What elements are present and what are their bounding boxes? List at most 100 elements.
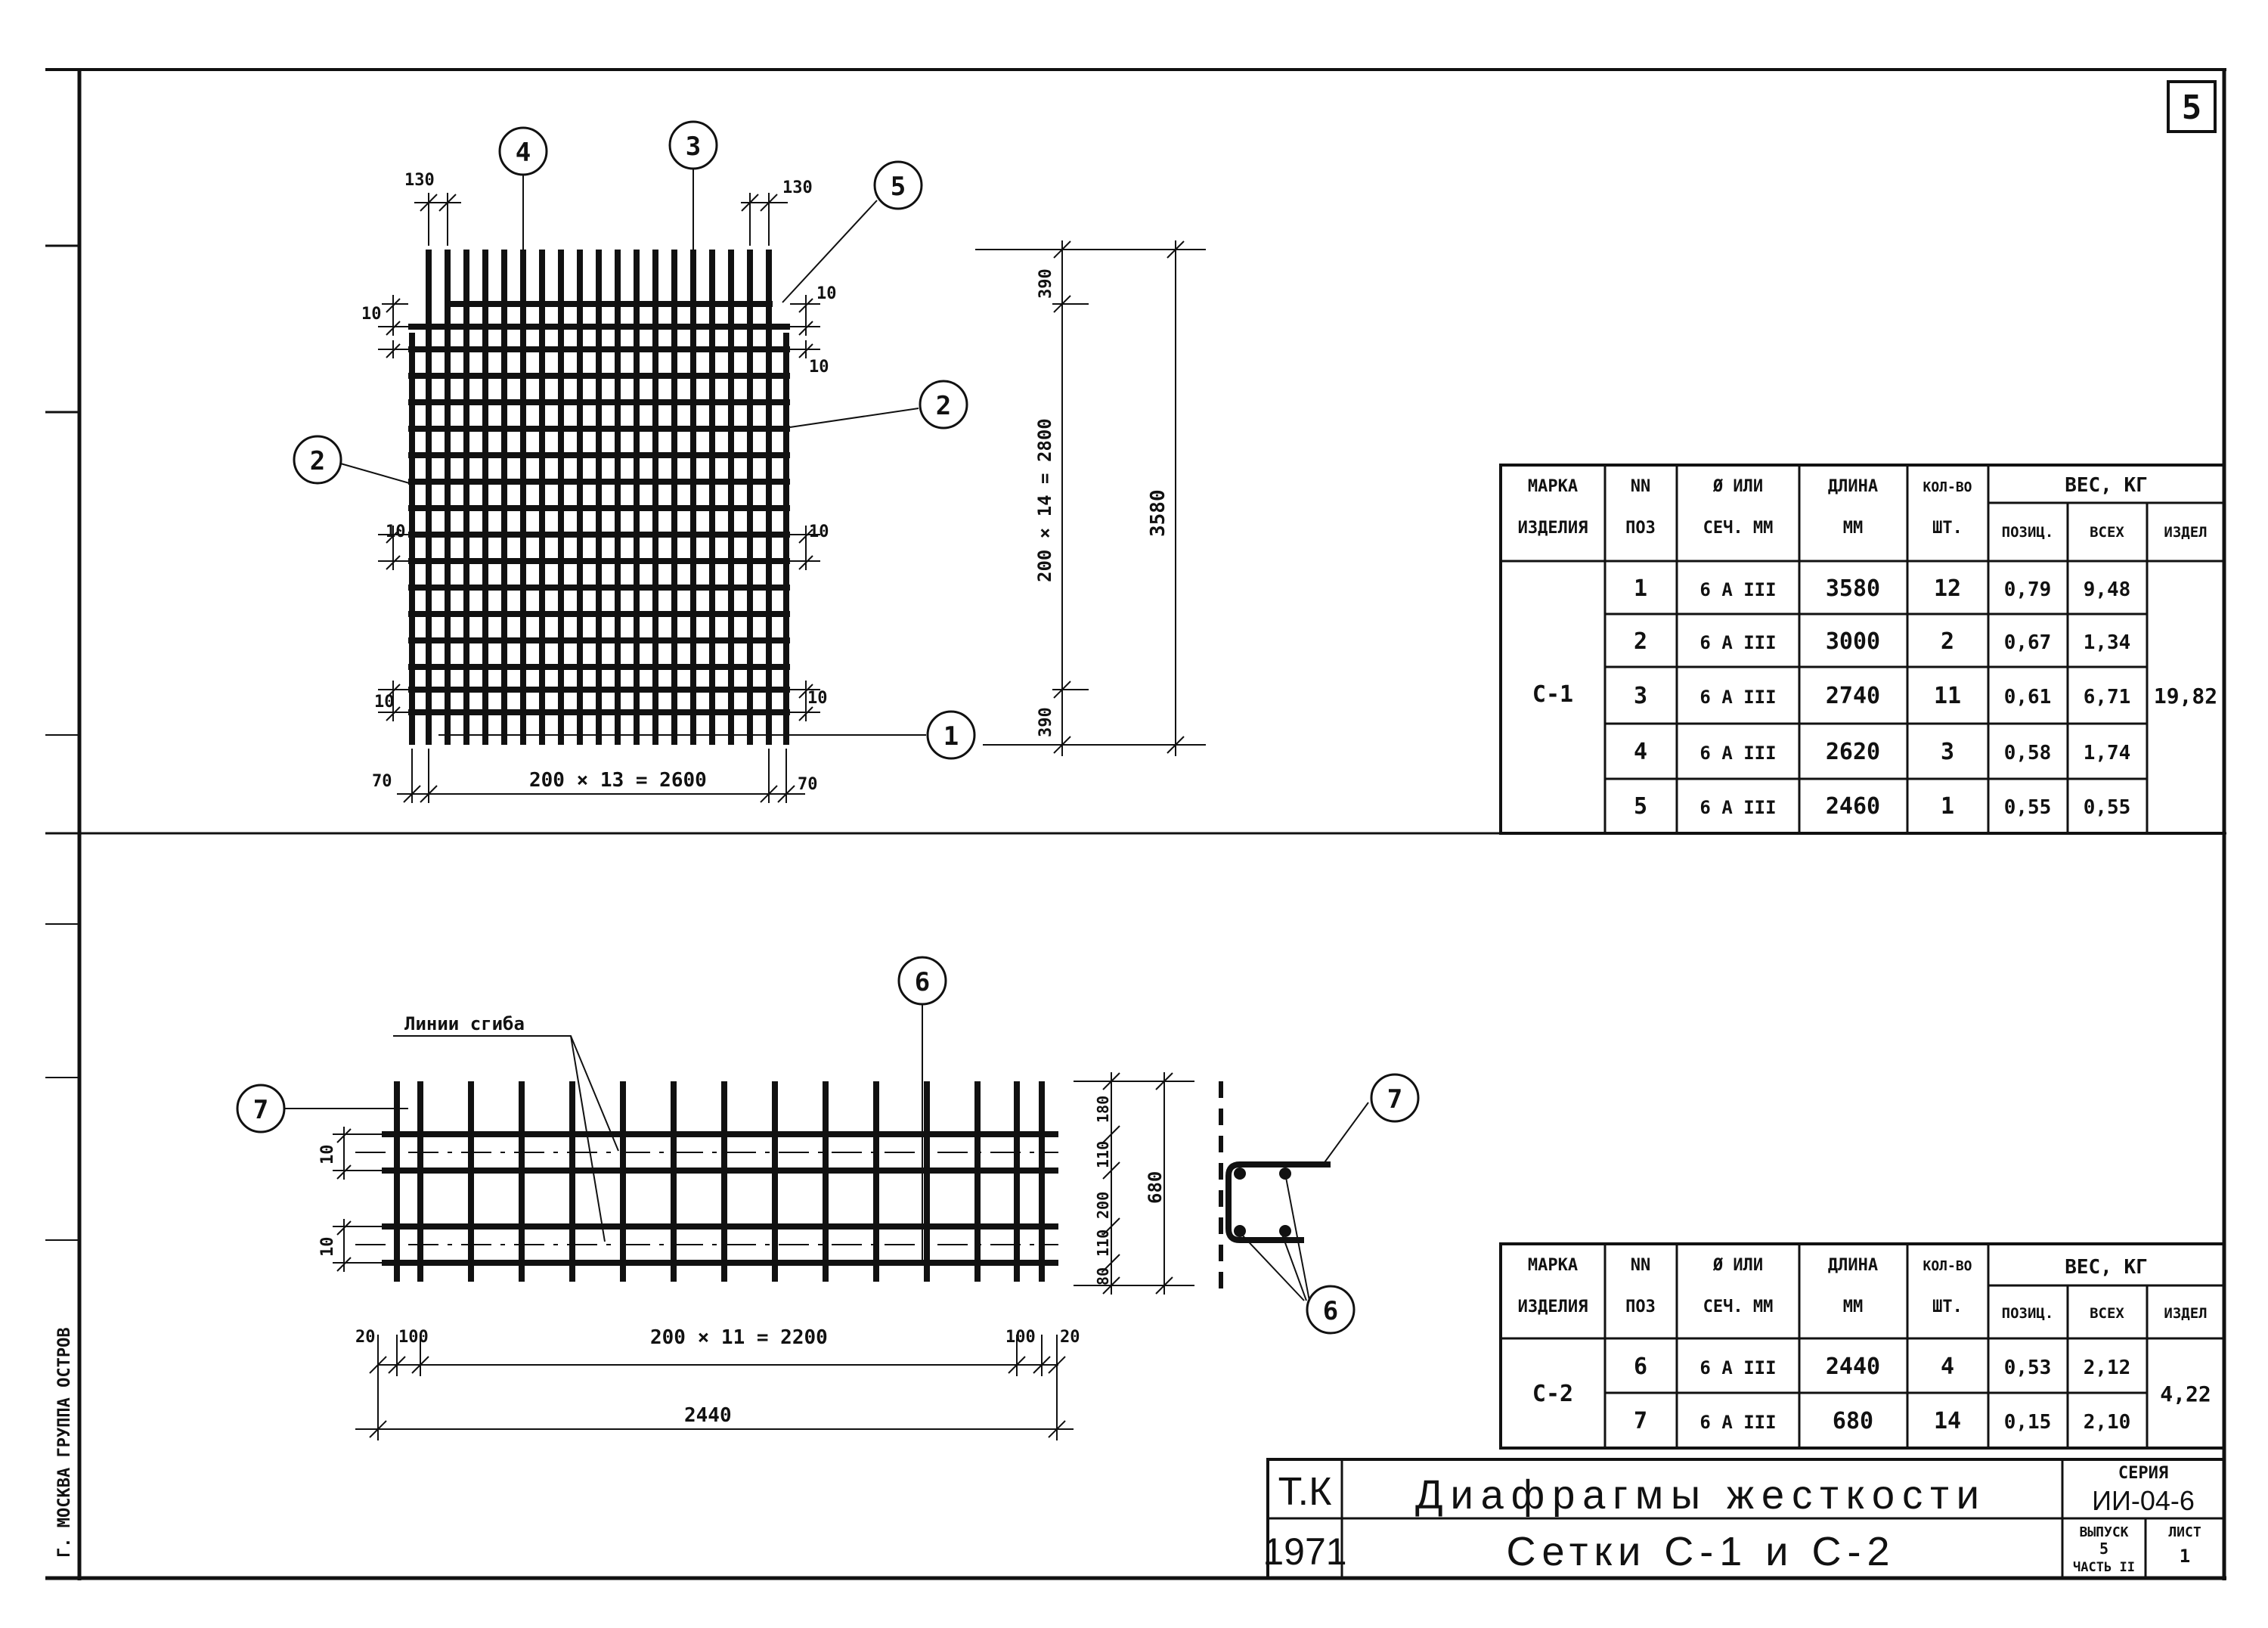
- series-label: СЕРИЯ: [2118, 1464, 2168, 1483]
- series-number: ИИ-04-6: [2092, 1485, 2195, 1516]
- t1-r3-qty: 11: [1934, 683, 1961, 709]
- t1-total: 19,82: [2154, 684, 2217, 709]
- t1-r1-len: 3580: [1826, 575, 1880, 602]
- dim-c1-right-10d: 10: [807, 689, 828, 708]
- t2-r1-len: 2440: [1826, 1354, 1880, 1380]
- t2-r2-pos: 7: [1634, 1408, 1647, 1434]
- callout-pos-7-section-label: 7: [1387, 1084, 1402, 1115]
- dim-c2-v110a: 110: [1094, 1141, 1112, 1168]
- t1-h-pos-2: ПОЗ: [1625, 519, 1656, 538]
- dim-c2-main: 200 × 11 = 2200: [650, 1326, 828, 1349]
- title-org: Т.К: [1278, 1470, 1332, 1514]
- margin-stamp: Г. МОСКВА ГРУППА ОСТРОВ: [55, 1327, 74, 1558]
- t1-r4-dia: 6 A III: [1699, 743, 1776, 764]
- t1-r3-len: 2740: [1826, 683, 1880, 709]
- t1-r1-wpos: 0,79: [2004, 578, 2052, 601]
- t2-r2-qty: 14: [1934, 1408, 1961, 1434]
- dim-c2-left-10a: 10: [318, 1145, 337, 1165]
- dim-c2-left-20: 20: [355, 1328, 376, 1347]
- page-number-box: [2167, 80, 2217, 133]
- mesh-c2-leaders: [284, 1001, 923, 1263]
- t2-r1-qty: 4: [1941, 1354, 1954, 1380]
- title-block: [1266, 1458, 2226, 1580]
- mesh-c2-dimension-lines: [333, 1072, 1194, 1440]
- title-main: Диафрагмы жесткости: [1415, 1472, 1987, 1518]
- callout-pos-2-left: [293, 435, 342, 485]
- t1-h-dia-2: СЕЧ. ММ: [1703, 519, 1774, 538]
- mesh-c1-dimension-lines: [378, 193, 1206, 803]
- t2-r2-len: 680: [1833, 1408, 1873, 1434]
- mesh-c2-callouts: [236, 956, 1420, 1335]
- t1-r2-pos: 2: [1634, 628, 1647, 655]
- t2-h-dia-1: Ø ИЛИ: [1712, 1256, 1763, 1275]
- t2-h-pos-1: NN: [1631, 1256, 1651, 1275]
- dim-c1-side-top: 390: [1036, 268, 1055, 299]
- dim-c1-right-10a: 10: [816, 284, 837, 303]
- callout-pos-6-section-label: 6: [1323, 1296, 1338, 1326]
- t2-r1-wall: 2,12: [2084, 1357, 2131, 1379]
- t2-r1-pos: 6: [1634, 1354, 1647, 1380]
- t1-r3-dia: 6 A III: [1699, 687, 1776, 708]
- title-sub: Сетки С-1 и С-2: [1507, 1529, 1896, 1574]
- dim-c1-top-right: 130: [782, 178, 813, 197]
- dim-c1-top-left: 130: [404, 171, 435, 190]
- t1-r3-wall: 6,71: [2084, 686, 2131, 709]
- callout-pos-6-top-label: 6: [915, 967, 930, 997]
- mesh-c1-callouts: [293, 120, 976, 760]
- bend-lines-label: Линии сгиба: [404, 1013, 525, 1034]
- callout-pos-2-right: [919, 380, 968, 429]
- issue-number: 5: [2099, 1540, 2108, 1558]
- mesh-c1: 4 3 5 2 2 1 130 130 10 10 10 10 10 10 10…: [293, 120, 1206, 803]
- t2-h-mark-1: МАРКА: [1528, 1256, 1578, 1275]
- dim-c2-v110b: 110: [1094, 1230, 1112, 1257]
- t2-r2-wpos: 0,15: [2004, 1411, 2052, 1434]
- t1-r2-len: 3000: [1826, 628, 1880, 655]
- dim-c2-v180: 180: [1094, 1096, 1112, 1123]
- callout-pos-6-section: [1306, 1285, 1356, 1335]
- dim-c2-v80: 80: [1094, 1267, 1112, 1285]
- dim-c1-bottom-left: 70: [372, 772, 392, 791]
- dim-c1-side-bot: 390: [1036, 707, 1055, 737]
- mesh-c1-leaders: [332, 166, 926, 736]
- t1-r5-wpos: 0,55: [2004, 796, 2052, 819]
- t2-mark: С-2: [1532, 1381, 1573, 1407]
- t1-r3-pos: 3: [1634, 683, 1647, 709]
- t1-h-len-1: ДЛИНА: [1828, 477, 1878, 496]
- callout-pos-2-left-label: 2: [310, 446, 325, 476]
- t2-r2-dia: 6 A III: [1699, 1412, 1776, 1433]
- sheet-number: 1: [2180, 1546, 2190, 1567]
- callout-pos-6-top: [897, 956, 947, 1006]
- t1-r4-len: 2620: [1826, 739, 1880, 765]
- t1-r2-wpos: 0,67: [2004, 631, 2052, 654]
- t1-h-witem: ИЗДЕЛ: [2164, 524, 2207, 541]
- t2-h-wpos: ПОЗИЦ.: [2002, 1305, 2054, 1322]
- t1-h-len-2: ММ: [1843, 519, 1864, 538]
- dim-c1-side-mid: 200 × 14 = 2800: [1034, 418, 1055, 582]
- t1-r4-wall: 1,74: [2084, 742, 2131, 764]
- issue-label: ВЫПУСК: [2079, 1524, 2128, 1540]
- t1-r5-pos: 5: [1634, 793, 1647, 820]
- callout-pos-1: [926, 710, 976, 760]
- t1-r4-qty: 3: [1941, 739, 1954, 765]
- callout-pos-7-left: [236, 1084, 286, 1133]
- t1-h-weight: ВЕС, КГ: [2065, 474, 2148, 497]
- t1-h-wall: ВСЕХ: [2090, 524, 2124, 541]
- t1-r3-wpos: 0,61: [2004, 686, 2052, 709]
- callout-pos-1-label: 1: [943, 721, 959, 752]
- t2-h-len-2: ММ: [1843, 1298, 1864, 1316]
- t1-mark: С-1: [1532, 681, 1573, 708]
- title-year: 1971: [1263, 1530, 1346, 1573]
- dim-c2-v200: 200: [1094, 1192, 1112, 1219]
- dim-c1-left-10b: 10: [386, 523, 406, 541]
- t1-h-wpos: ПОЗИЦ.: [2002, 524, 2054, 541]
- t1-r2-dia: 6 A III: [1699, 632, 1776, 653]
- t1-r1-dia: 6 A III: [1699, 579, 1776, 600]
- t1-h-dia-1: Ø ИЛИ: [1712, 477, 1763, 496]
- t2-h-qty-2: ШТ.: [1932, 1298, 1963, 1316]
- dim-c1-overall: 3580: [1147, 489, 1170, 537]
- callout-pos-3: [668, 120, 718, 170]
- callout-pos-4: [498, 126, 548, 176]
- spec-table-c1: [1499, 464, 2226, 835]
- t2-r1-dia: 6 A III: [1699, 1357, 1776, 1378]
